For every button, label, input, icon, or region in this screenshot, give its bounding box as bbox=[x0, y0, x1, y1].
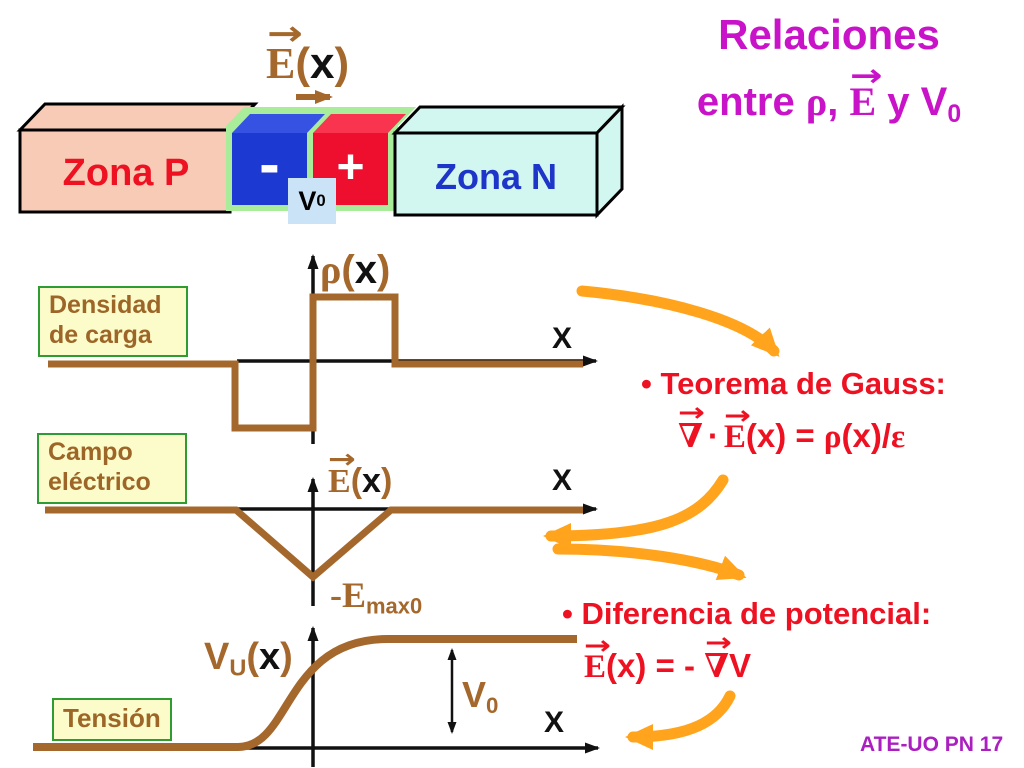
v0-step-label: V0 bbox=[462, 674, 498, 719]
emax-label: -Emax0 bbox=[330, 574, 422, 620]
arrow-gauss-to-field-icon bbox=[543, 474, 729, 549]
vector-arrow-icon: → bbox=[328, 444, 357, 476]
title-entre: entre bbox=[696, 80, 806, 125]
paren-close: ) bbox=[280, 636, 293, 678]
paren-open: ( bbox=[341, 248, 355, 292]
charge-density-label-box: Densidad de carga bbox=[38, 286, 188, 357]
paren-open: ( bbox=[246, 636, 260, 678]
electric-field-graph bbox=[45, 477, 598, 606]
paren-open: ( bbox=[295, 39, 311, 88]
title-line2: entre ρ, →E y V0 bbox=[634, 61, 1024, 129]
E-symbol: E bbox=[723, 419, 746, 455]
title-rho: ρ bbox=[805, 79, 828, 125]
arrow-potential-to-voltage-icon bbox=[625, 690, 736, 750]
paren-open: ( bbox=[350, 462, 363, 500]
label-line: Densidad bbox=[49, 291, 162, 319]
zona-n-box bbox=[391, 103, 626, 219]
rho-symbol: ρ bbox=[823, 419, 842, 455]
plus-sign: + bbox=[336, 140, 365, 194]
field-curve-label: →E(x) bbox=[328, 447, 393, 501]
nabla: ∇ bbox=[704, 649, 729, 685]
title-E: E bbox=[849, 79, 877, 125]
zona-p-box bbox=[16, 102, 259, 214]
rho-symbol: ρ bbox=[320, 247, 342, 292]
v0-sub: 0 bbox=[486, 693, 499, 719]
voltage-curve bbox=[33, 635, 577, 751]
potential-formula: →E(x) = - →∇V bbox=[584, 630, 751, 686]
field-x: x bbox=[310, 39, 335, 88]
emax-sub: max0 bbox=[366, 593, 423, 619]
x-var: x bbox=[362, 462, 381, 500]
x-axis-label: X bbox=[552, 322, 573, 355]
v0-sub: 0 bbox=[316, 191, 326, 210]
vector-arrow-icon: → bbox=[266, 14, 303, 55]
vector-arrow-icon: → bbox=[850, 58, 883, 95]
title-yv: y V bbox=[876, 80, 948, 125]
electric-field-label-box: Campo eléctrico bbox=[37, 433, 187, 504]
label-line: de carga bbox=[49, 320, 152, 349]
dot-operator: · bbox=[707, 417, 719, 454]
x-var: x bbox=[354, 248, 377, 292]
x-var: x bbox=[259, 636, 281, 678]
vector-arrow-icon: → bbox=[704, 627, 732, 658]
minus-sign: - bbox=[259, 129, 280, 199]
vector-arrow-icon: → bbox=[678, 397, 706, 428]
V-symbol: V bbox=[728, 647, 751, 684]
gauss-heading: • Teorema de Gauss: bbox=[641, 366, 946, 401]
label-line: eléctrico bbox=[48, 467, 151, 496]
arrow-rho-to-gauss-icon bbox=[576, 285, 780, 357]
paren-close: ) bbox=[380, 462, 393, 500]
label-line: Tensión bbox=[63, 703, 161, 733]
label-line: Campo bbox=[48, 438, 133, 466]
formula-slash: (x)/ bbox=[841, 417, 892, 454]
slide-footer: ATE-UO PN 17 bbox=[860, 733, 1004, 756]
pn-junction-diagram bbox=[16, 90, 626, 219]
e-field-curve bbox=[45, 506, 583, 582]
zona-n-label: Zona N bbox=[435, 156, 557, 197]
paren-close: ) bbox=[334, 39, 350, 88]
field-E: E bbox=[266, 39, 296, 88]
arrow-field-to-potential-icon bbox=[552, 543, 747, 581]
voltage-label-box: Tensión bbox=[52, 698, 172, 741]
gauss-formula: →∇·→E(x) = ρ(x)/ε bbox=[678, 400, 906, 456]
E-symbol: E bbox=[328, 463, 351, 500]
formula-mid: (x) = bbox=[745, 417, 824, 454]
paren-close: ) bbox=[376, 248, 391, 292]
charge-density-graph bbox=[48, 254, 598, 444]
junction-field-label: →E(x) bbox=[266, 17, 350, 89]
rho-curve bbox=[48, 293, 583, 432]
voltage-curve-label: VU(x) bbox=[204, 636, 293, 682]
V-symbol: V bbox=[204, 636, 230, 678]
potential-heading: • Diferencia de potencial: bbox=[562, 596, 932, 631]
flow-arrows bbox=[543, 285, 780, 750]
rho-curve-label: ρ(x) bbox=[320, 246, 390, 293]
x-axis-label: X bbox=[552, 464, 573, 497]
nabla: ∇ bbox=[678, 419, 703, 455]
voltage-graph bbox=[33, 626, 600, 767]
negative-charge-box bbox=[232, 114, 325, 205]
x-axis-label: X bbox=[544, 706, 565, 739]
formula-mid: (x) = - bbox=[606, 647, 705, 684]
V-sub: U bbox=[229, 654, 247, 681]
vector-arrow-icon: → bbox=[724, 400, 752, 431]
vector-arrow-icon: → bbox=[584, 630, 612, 661]
v0-base: V bbox=[298, 185, 317, 216]
zona-p-label: Zona P bbox=[62, 152, 190, 194]
title-line1: Relaciones bbox=[718, 11, 940, 58]
E-symbol: E bbox=[584, 649, 607, 685]
title-comma: , bbox=[827, 80, 850, 125]
slide-title: Relaciones entre ρ, →E y V0 bbox=[634, 11, 1024, 129]
epsilon-symbol: ε bbox=[891, 419, 906, 455]
v0-base: V bbox=[462, 674, 487, 715]
emax-main: -E bbox=[330, 575, 366, 615]
title-v-sub: 0 bbox=[947, 101, 962, 129]
